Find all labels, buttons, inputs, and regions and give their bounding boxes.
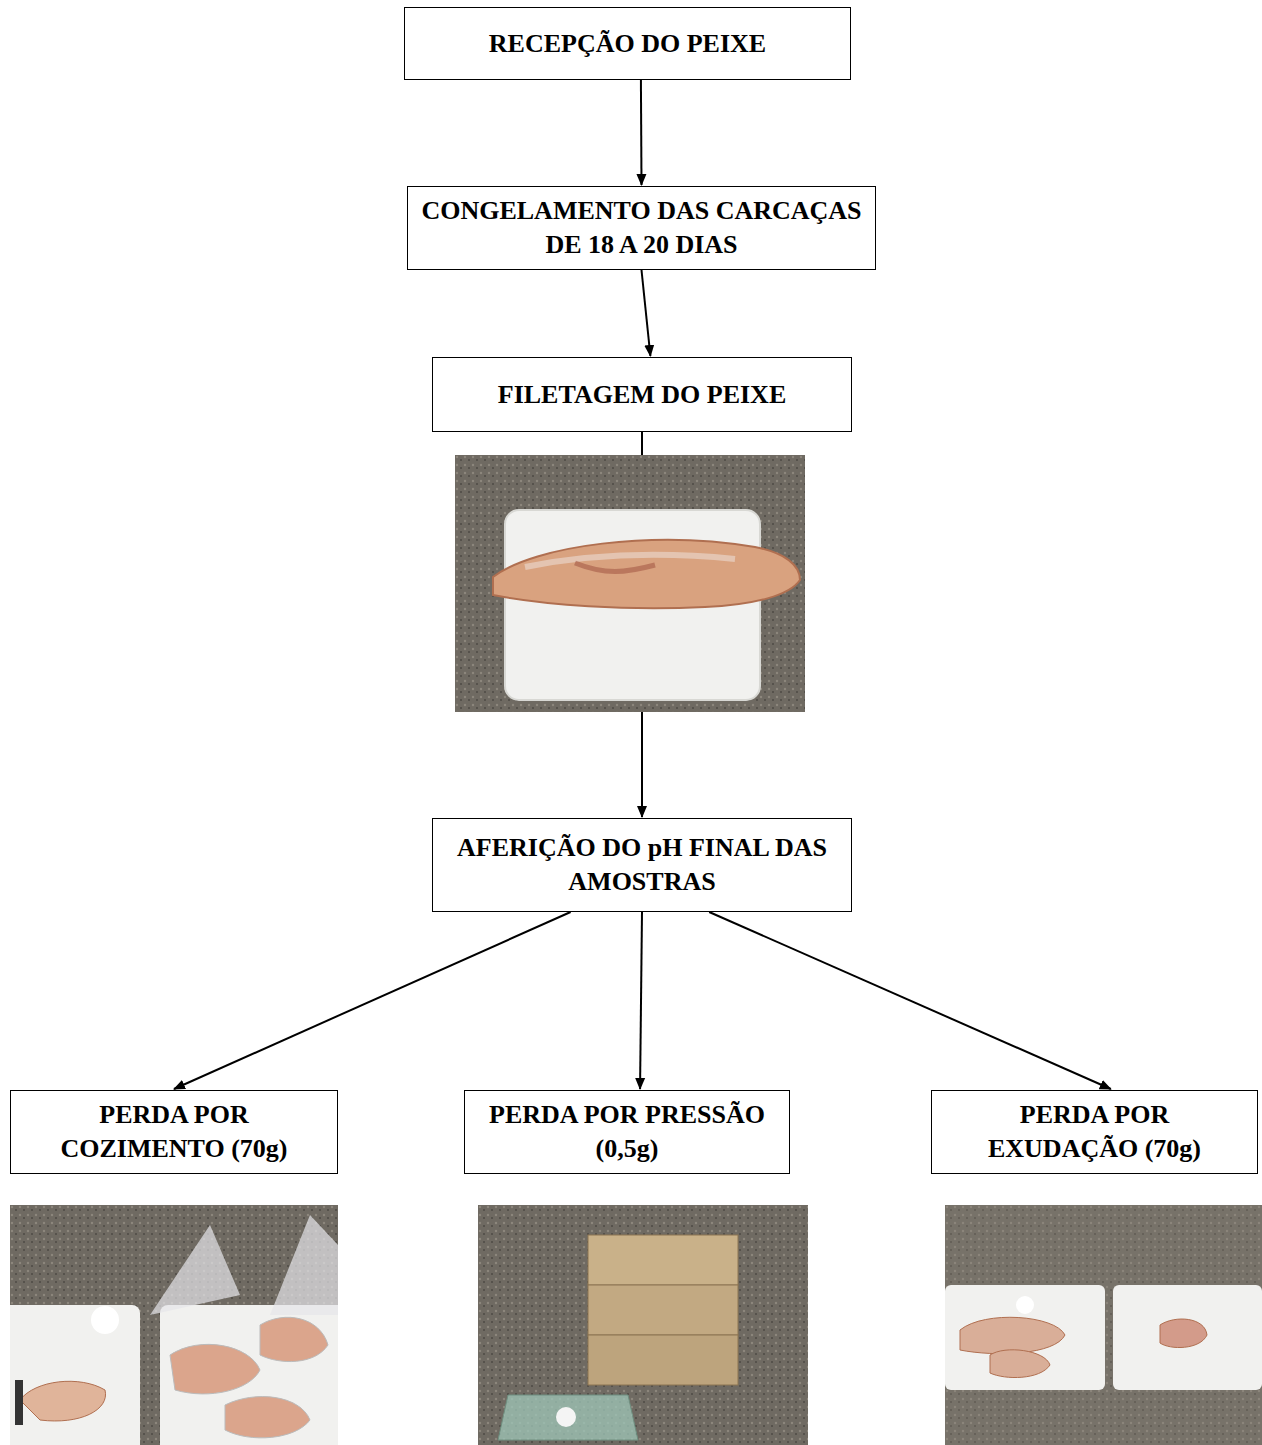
- flow-arrow: [640, 80, 643, 185]
- process-box: AFERIÇÃO DO pH FINAL DAS AMOSTRAS: [432, 818, 852, 912]
- result-box: PERDA POR COZIMENTO (70g): [10, 1090, 338, 1174]
- box-label: FILETAGEM DO PEIXE: [498, 378, 786, 412]
- flow-arrow: [642, 270, 651, 356]
- box-label: AFERIÇÃO DO pH FINAL DAS AMOSTRAS: [443, 831, 841, 899]
- exudation-photo: [945, 1205, 1262, 1445]
- process-box: FILETAGEM DO PEIXE: [432, 357, 852, 432]
- flow-arrow: [709, 912, 1111, 1089]
- box-label: CONGELAMENTO DAS CARCAÇAS DE 18 A 20 DIA…: [418, 194, 865, 262]
- box-label: RECEPÇÃO DO PEIXE: [489, 27, 766, 61]
- box-label: PERDA POR EXUDAÇÃO (70g): [942, 1098, 1247, 1166]
- fillet-photo: [455, 455, 805, 712]
- result-box: PERDA POR PRESSÃO (0,5g): [464, 1090, 790, 1174]
- flow-arrow: [174, 912, 571, 1089]
- pressure-photo: [478, 1205, 808, 1445]
- process-box: CONGELAMENTO DAS CARCAÇAS DE 18 A 20 DIA…: [407, 186, 876, 270]
- box-label: PERDA POR PRESSÃO (0,5g): [475, 1098, 779, 1166]
- flow-arrow: [640, 912, 642, 1089]
- start-box: RECEPÇÃO DO PEIXE: [404, 7, 851, 80]
- cooking-photo: [10, 1205, 338, 1445]
- result-box: PERDA POR EXUDAÇÃO (70g): [931, 1090, 1258, 1174]
- box-label: PERDA POR COZIMENTO (70g): [21, 1098, 327, 1166]
